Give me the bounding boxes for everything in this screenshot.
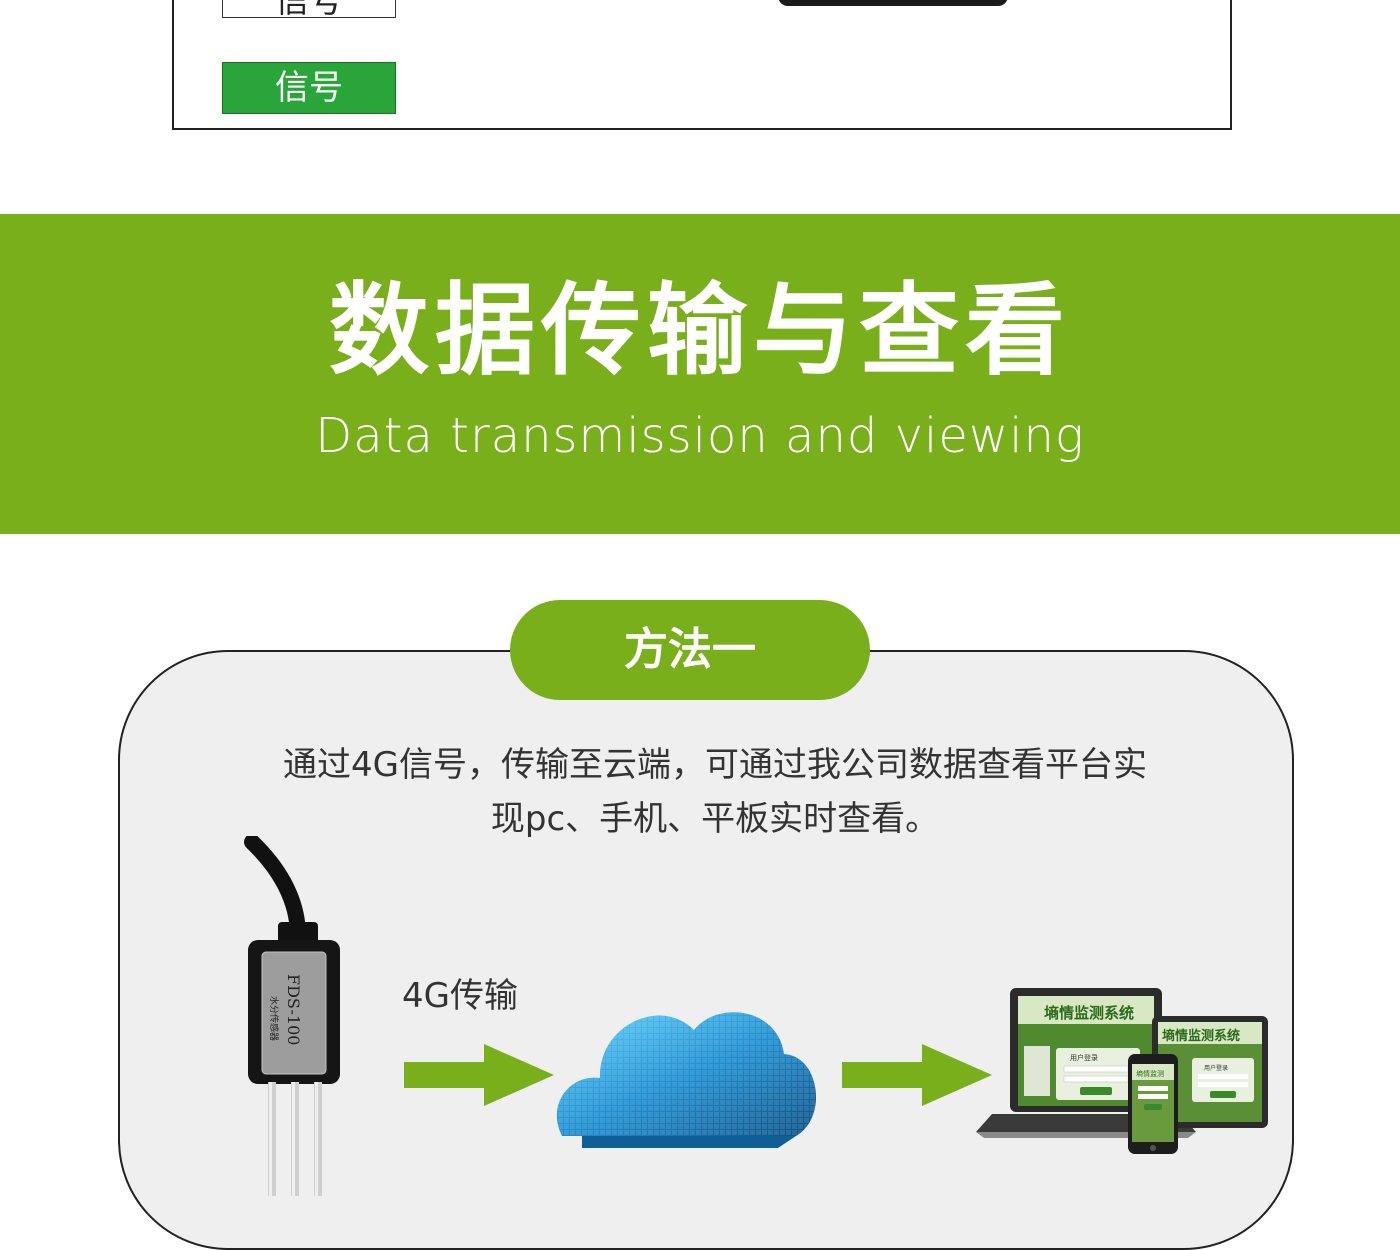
signal-label: 信号 xyxy=(222,62,396,114)
platform-login-laptop: 用户登录 xyxy=(1070,1053,1098,1062)
cloud-icon xyxy=(556,1012,817,1148)
top-section-box: 信号 信号 xyxy=(172,0,1232,130)
sensor-model-label: FDS-100 xyxy=(284,974,303,1045)
banner-title: 数据传输与查看 xyxy=(329,272,1071,389)
platform-title-laptop: 墒情监测系统 xyxy=(1044,1004,1134,1022)
device-image-edge xyxy=(778,0,1008,6)
method-label: 方法一 xyxy=(510,600,870,700)
arrow-right-icon xyxy=(404,1044,554,1106)
platform-title-phone: 墒情监测 xyxy=(1136,1069,1164,1078)
platform-login-tablet: 用户登录 xyxy=(1204,1064,1228,1072)
signal-label-prev: 信号 xyxy=(222,0,396,18)
method-description-line2: 现pc、手机、平板实时查看。 xyxy=(490,799,940,839)
method-description-line1: 通过4G信号，传输至云端，可通过我公司数据查看平台实 xyxy=(283,745,1147,785)
platform-title-tablet: 墒情监测系统 xyxy=(1162,1028,1240,1044)
devices-image: 墒情监测系统 用户登录 墒情监测系统 用户登录 墒情监测 xyxy=(976,988,1268,1154)
sensor-name-label: 水分传感器 xyxy=(268,996,280,1041)
arrow-right-icon xyxy=(842,1044,992,1106)
transfer-label: 4G传输 xyxy=(402,976,518,1016)
banner-subtitle: Data transmission and viewing xyxy=(315,408,1085,464)
sensor-image: FDS-100 水分传感器 xyxy=(244,836,340,1196)
section-banner: 数据传输与查看 Data transmission and viewing xyxy=(0,214,1400,534)
